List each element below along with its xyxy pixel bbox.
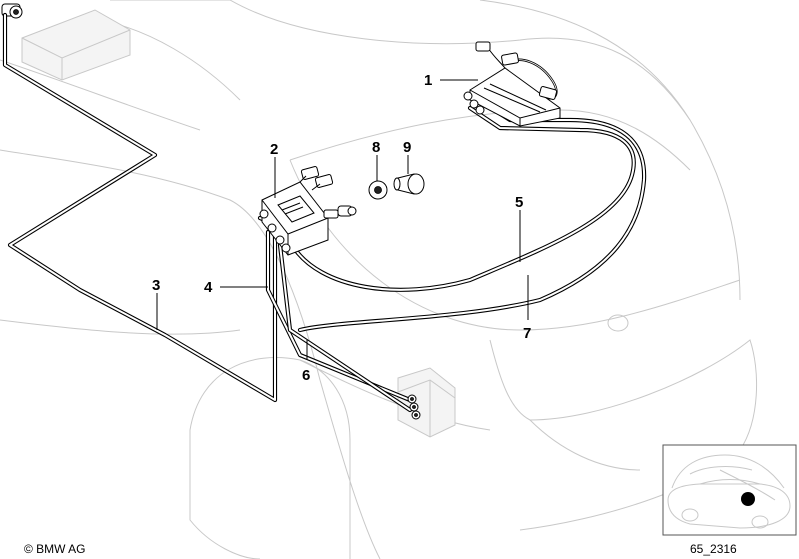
cable-5 <box>289 105 636 292</box>
antenna-amplifier-module-2 <box>259 166 339 256</box>
bolt-9 <box>393 173 425 195</box>
callout-5: 5 <box>515 194 523 211</box>
amplifier-box <box>397 367 456 438</box>
diagram-code: 65_2316 <box>690 542 737 556</box>
inset-car-thumbnail <box>667 454 791 529</box>
cable-end-connectors <box>407 394 421 420</box>
callout-9: 9 <box>403 139 411 156</box>
location-inset <box>662 444 797 536</box>
leader-lines <box>156 79 529 360</box>
callout-7: 7 <box>523 325 531 342</box>
callout-labels: 1 2 3 4 5 6 7 8 9 <box>152 72 531 384</box>
antenna-module-1 <box>463 41 561 127</box>
callout-6: 6 <box>302 367 310 384</box>
callout-3: 3 <box>152 277 160 294</box>
cable-6 <box>277 242 413 413</box>
callout-2: 2 <box>270 141 278 158</box>
cable-3 <box>2 12 278 403</box>
washer-8 <box>368 180 388 200</box>
antenna-module-box <box>21 9 131 81</box>
inset-location-marker <box>741 492 755 506</box>
callout-8: 8 <box>372 139 380 156</box>
car-body-outline <box>0 0 757 559</box>
callout-4: 4 <box>204 279 213 296</box>
callout-1: 1 <box>424 72 432 89</box>
plug-connector <box>337 205 357 217</box>
cable-7 <box>297 97 647 333</box>
copyright-text: © BMW AG <box>24 542 86 556</box>
connector-plug-topleft <box>1 3 23 19</box>
cable-4 <box>265 229 413 403</box>
